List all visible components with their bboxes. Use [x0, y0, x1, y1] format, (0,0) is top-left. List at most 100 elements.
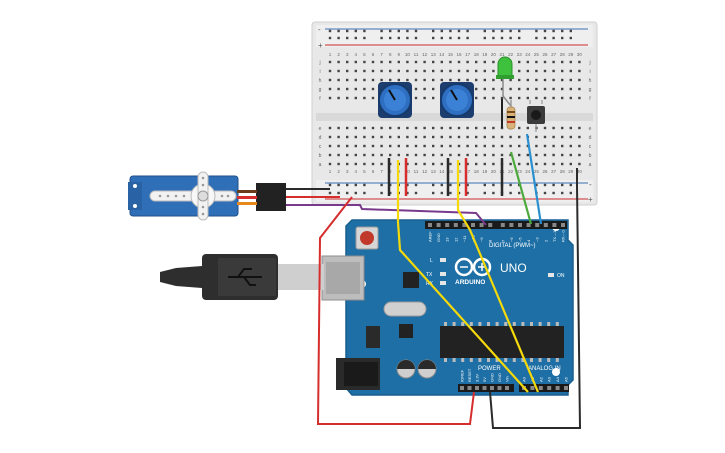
breadboard-hole — [346, 135, 349, 139]
analog-pin[interactable] — [547, 386, 552, 390]
rail-plus-label-bottom: + — [588, 195, 593, 204]
power-pin[interactable] — [505, 386, 509, 390]
breadboard-hole — [578, 162, 581, 166]
digital-pin[interactable] — [462, 223, 467, 227]
breadboard-hole — [397, 153, 400, 157]
breadboard-hole — [414, 69, 418, 73]
breadboard-hole — [535, 78, 538, 82]
digital-pin[interactable] — [488, 223, 493, 227]
row-letter: b — [589, 153, 592, 159]
digital-pin[interactable] — [526, 223, 531, 227]
power-pin[interactable] — [490, 386, 494, 390]
row-letter: f — [589, 96, 591, 102]
power-pin[interactable] — [460, 386, 464, 390]
column-number: 24 — [525, 52, 531, 57]
power-pin[interactable] — [475, 386, 479, 390]
breadboard-hole — [526, 126, 529, 130]
analog-pin-label: A3 — [547, 376, 552, 382]
breadboard-hole — [346, 162, 349, 166]
rail-hole — [354, 183, 357, 187]
power-pin[interactable] — [482, 386, 487, 390]
breadboard-hole — [389, 126, 392, 130]
rail-hole — [449, 191, 452, 195]
analog-pin[interactable] — [530, 386, 535, 390]
chip-pin — [530, 358, 533, 362]
breadboard-hole — [552, 87, 555, 91]
breadboard-hole — [440, 135, 443, 139]
breadboard-hole — [363, 96, 366, 100]
digital-pin[interactable] — [428, 223, 432, 227]
breadboard-hole — [457, 135, 461, 139]
arduino-brand: ARDUINO — [455, 279, 485, 286]
breadboard-hole — [363, 78, 366, 82]
analog-pin[interactable] — [564, 386, 568, 390]
analog-pin[interactable] — [555, 386, 560, 390]
breadboard-hole — [552, 96, 555, 100]
power-pin[interactable] — [497, 386, 502, 390]
reset-button[interactable] — [360, 231, 374, 245]
breadboard-hole — [561, 78, 564, 82]
breadboard-hole — [483, 78, 486, 82]
push-button[interactable] — [527, 100, 545, 124]
digital-pin[interactable] — [500, 223, 505, 227]
digital-pin[interactable] — [543, 223, 548, 227]
rail-hole — [552, 183, 555, 187]
digital-pin[interactable] — [509, 223, 514, 227]
column-number: 13 — [431, 169, 437, 174]
digital-pin[interactable] — [436, 223, 441, 227]
breadboard-hole — [414, 60, 418, 64]
digital-pin[interactable] — [471, 223, 475, 227]
resistor-band-1 — [507, 111, 515, 113]
digital-pin[interactable] — [479, 223, 484, 227]
breadboard-hole — [543, 69, 547, 73]
breadboard-hole — [578, 96, 581, 100]
breadboard-hole — [346, 69, 349, 73]
digital-pin[interactable] — [453, 223, 458, 227]
rail-hole — [389, 29, 392, 33]
breadboard-hole — [449, 144, 452, 148]
digital-pin[interactable] — [535, 223, 540, 227]
led-tx — [440, 272, 446, 276]
usb-cable[interactable] — [160, 254, 324, 300]
breadboard-hole — [363, 144, 366, 148]
voltage-regulator — [366, 326, 380, 348]
led-green[interactable] — [496, 56, 514, 79]
breadboard-hole — [432, 96, 435, 100]
chip-pin — [547, 358, 551, 362]
column-number: 5 — [363, 169, 366, 174]
breadboard-hole — [561, 87, 564, 91]
breadboard-hole — [380, 78, 383, 82]
digital-pin[interactable] — [552, 223, 557, 227]
servo-motor[interactable] — [128, 171, 286, 221]
column-number: 23 — [517, 52, 523, 57]
breadboard-hole — [475, 153, 478, 157]
column-number: 3 — [346, 169, 349, 174]
power-pin[interactable] — [467, 386, 472, 390]
potentiometer-left[interactable] — [378, 82, 412, 118]
breadboard-hole — [354, 69, 357, 73]
breadboard-hole — [509, 78, 512, 82]
digital-pin-label: 13 — [445, 237, 450, 242]
breadboard-hole — [346, 78, 349, 82]
breadboard-hole — [466, 144, 469, 148]
breadboard-hole — [569, 60, 572, 64]
chip-pin — [521, 322, 525, 326]
breadboard-hole — [492, 60, 495, 64]
breadboard-hole — [337, 69, 340, 73]
breadboard-hole — [414, 144, 418, 148]
arduino-uno[interactable]: L TX RX ON ARDUINO UNO DIGITAL (PWM~) AN… — [321, 219, 574, 396]
breadboard-hole — [328, 78, 332, 82]
digital-pin[interactable] — [445, 223, 450, 227]
breadboard-hole — [363, 69, 366, 73]
digital-pin[interactable] — [561, 223, 565, 227]
breadboard-hole — [337, 153, 340, 157]
breadboard-hole — [328, 96, 332, 100]
resistor[interactable] — [506, 100, 516, 130]
breadboard-hole — [483, 126, 486, 130]
capacitor-2-mark — [418, 360, 436, 369]
analog-pin[interactable] — [538, 386, 543, 390]
digital-pin[interactable] — [518, 223, 522, 227]
potentiometer-right[interactable] — [440, 82, 474, 118]
